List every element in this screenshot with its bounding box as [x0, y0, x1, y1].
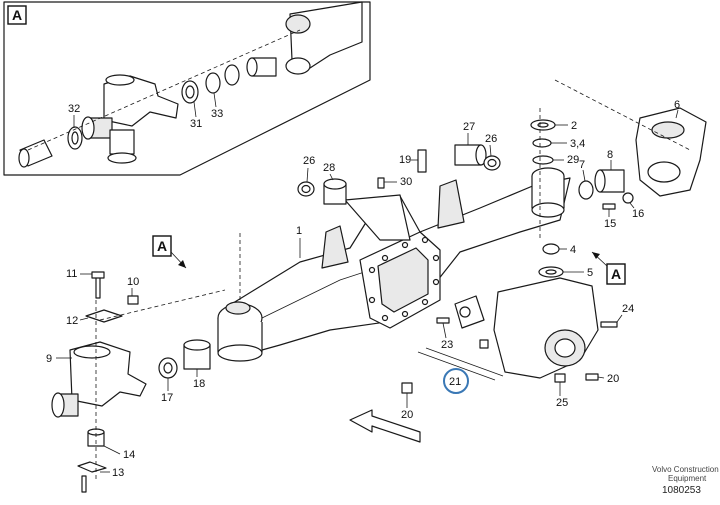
right-pivot-parts: [530, 79, 707, 278]
part-label-25: 25: [556, 397, 568, 409]
part-label-17: 17: [161, 392, 173, 404]
top-mount-block: [344, 194, 411, 241]
watermark-line-1: Volvo Construction: [652, 465, 719, 474]
part-label-6: 6: [674, 99, 680, 111]
part-label-29: 29: [567, 154, 579, 166]
part-label-10: 10: [127, 276, 139, 288]
plate-12: [85, 309, 123, 323]
part-label-31: 31: [190, 118, 202, 130]
nut-16: [622, 192, 634, 204]
part-label-8: 8: [607, 149, 613, 161]
callout-a-left: A: [152, 235, 187, 269]
watermark-line-2: Equipment: [668, 474, 707, 483]
part-label-14: 14: [123, 449, 135, 461]
nut-21: [479, 339, 489, 349]
bolt-30: [377, 177, 385, 189]
part-label-26-right: 26: [485, 133, 497, 145]
part-label-33: 33: [211, 108, 223, 120]
inset-steering-knuckle: [81, 74, 179, 164]
part-labels: 1 2 3,4 4 5 6 7 8 9 10 11 12 13 14 15 16…: [46, 99, 680, 479]
inset-seal-3-inner: [185, 85, 195, 99]
bolt-20-right: [585, 373, 599, 381]
bolt-11: [95, 275, 101, 299]
part-label-32: 32: [68, 103, 80, 115]
part-label-11: 11: [66, 268, 77, 280]
part-label-5: 5: [587, 267, 593, 279]
bolt-24: [600, 321, 618, 328]
nut-10: [127, 295, 139, 305]
seal-29: [532, 155, 554, 165]
inset-detail-a: A 32 31: [3, 1, 371, 176]
steering-knuckle-assembly: [51, 271, 226, 493]
part-label-12: 12: [66, 315, 78, 327]
axle-stop-left: [321, 225, 349, 269]
inset-seal-1: [224, 64, 240, 86]
inset-seal-2: [205, 72, 221, 94]
part-label-9: 9: [46, 353, 52, 365]
part-label-30: 30: [400, 176, 412, 188]
part-label-26-left: 26: [303, 155, 315, 167]
part-label-20: 20: [401, 409, 413, 421]
bolt-23: [436, 317, 450, 324]
part-label-18: 18: [193, 378, 205, 390]
part-label-21: 21: [449, 376, 461, 388]
bolt-11-lower: [81, 475, 87, 493]
part-label-23: 23: [441, 339, 453, 351]
bushing-4-lower: [542, 243, 560, 255]
shim-13: [77, 461, 107, 473]
inset-bushing-chain: [181, 57, 277, 104]
svg-text:A: A: [611, 266, 621, 282]
axle-stop-right: [437, 179, 465, 229]
inset-axle-bore: [285, 14, 311, 34]
part-label-2: 2: [571, 120, 577, 132]
inset-callout-box: [7, 5, 27, 25]
part-label-19: 19: [399, 154, 411, 166]
part-label-1: 1: [296, 225, 302, 237]
part-label-3-4: 3,4: [570, 138, 585, 150]
upper-bushings: [297, 144, 501, 205]
part-label-7: 7: [579, 159, 585, 171]
bolt-19: [417, 149, 427, 173]
plug-20: [401, 382, 413, 394]
axle-housing: [217, 167, 571, 362]
part-label-27: 27: [463, 121, 475, 133]
part-label-16: 16: [632, 208, 644, 220]
drawing-watermark: Volvo Construction Equipment 1080253: [652, 465, 719, 496]
part-label-20-right: 20: [607, 373, 619, 385]
shim-3-4: [532, 138, 552, 148]
part-label-28: 28: [323, 162, 335, 174]
inset-callout-label: A: [12, 7, 22, 23]
highlight-part-21: [443, 368, 469, 394]
callout-a-right: A: [591, 251, 626, 285]
flange-bolt-holes: [368, 236, 440, 322]
seal-7: [578, 180, 594, 200]
svg-text:A: A: [157, 238, 167, 254]
part-label-4: 4: [570, 244, 576, 256]
bracket-6: [635, 107, 707, 197]
part-label-13: 13: [112, 467, 124, 479]
bolt-15: [602, 203, 616, 210]
direction-arrow: [349, 409, 421, 443]
inset-axle-lower-bore: [285, 57, 311, 75]
plug-25: [554, 373, 566, 383]
part-label-24: 24: [622, 303, 634, 315]
inset-bushing-face: [246, 57, 258, 77]
part-label-15: 15: [604, 218, 616, 230]
drawing-id: 1080253: [662, 485, 701, 496]
